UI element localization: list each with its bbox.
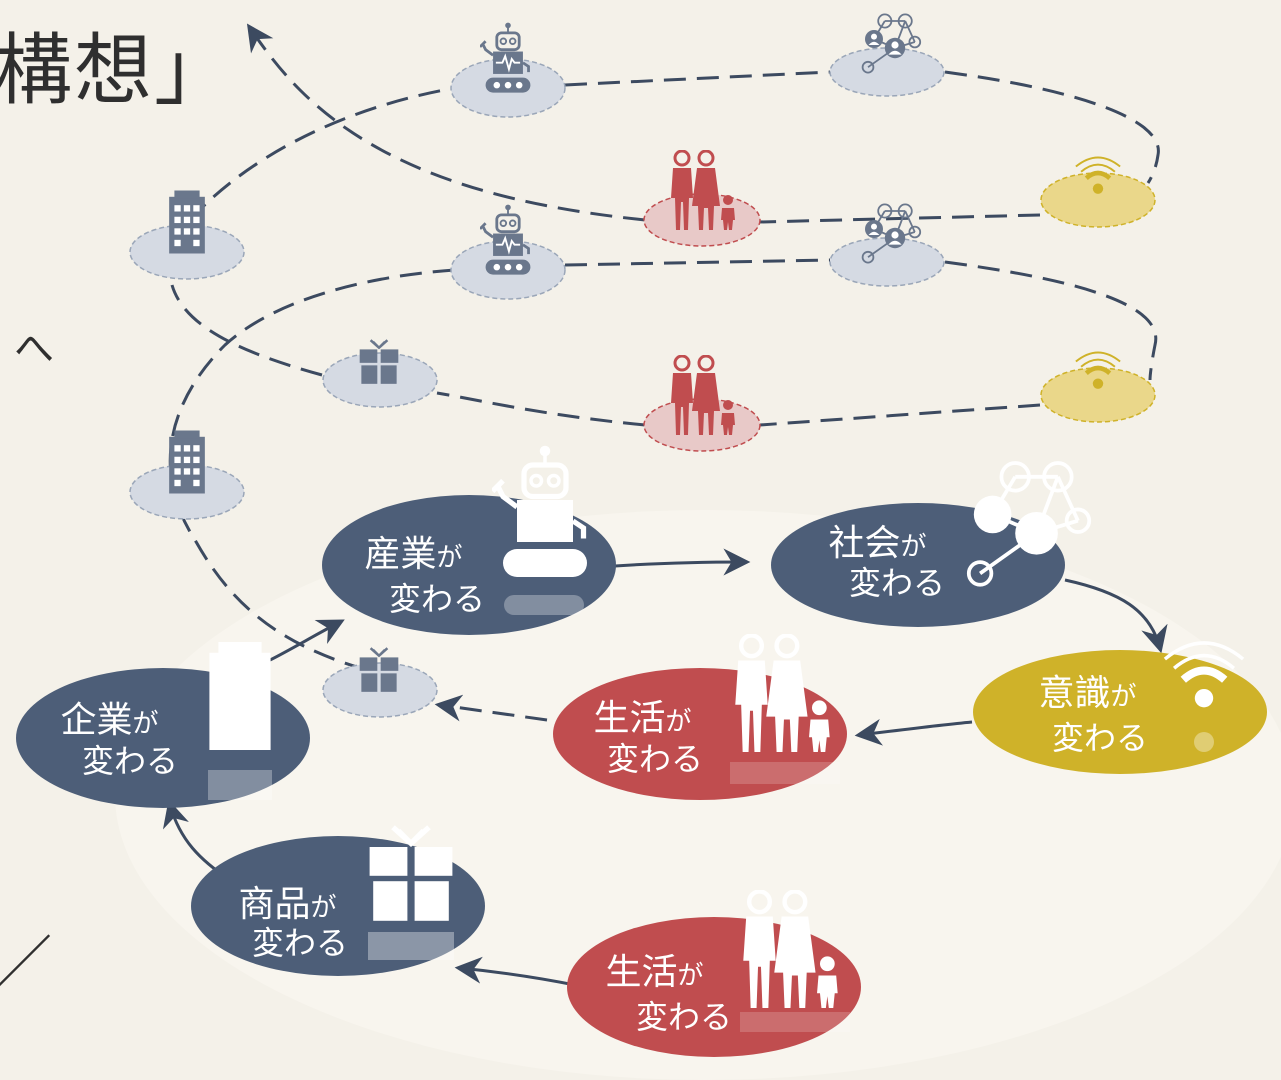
node-life-middle: 生活が 変わる (553, 635, 847, 800)
node-industry: 産業が 変わる (322, 446, 616, 635)
faded-node-upper-wifi (1040, 157, 1156, 228)
node-product: 商品が 変わる (191, 827, 485, 976)
faded-node-lower-gift (322, 646, 438, 718)
robot-icon (480, 21, 532, 95)
svg-text:企業が 変わる: 企業が 変わる (60, 700, 178, 780)
arrow-industry-to-society (614, 548, 751, 576)
arrow-society-to-awareness (1064, 578, 1168, 654)
faded-node-middle-family (643, 355, 761, 452)
node-society: 社会が 変わる (771, 461, 1092, 627)
faded-node-middle-robot (450, 203, 566, 300)
side-text-fragment-lower: ／ (0, 931, 52, 996)
node-company: 企業が 変わる (16, 642, 310, 808)
arrow-company-to-industry (269, 619, 345, 662)
side-text-fragment-upper: へ (14, 326, 54, 372)
robot-icon (480, 203, 532, 277)
faded-node-upper-family (643, 150, 761, 247)
arrow-awareness-to-life (854, 718, 973, 746)
svg-text:商品が 変わる: 商品が 変わる (238, 884, 348, 962)
office-building-icon (169, 190, 205, 254)
office-building-icon (209, 642, 271, 750)
faded-node-lower-building (129, 430, 245, 520)
svg-text:社会が 変わる: 社会が 変わる (828, 523, 945, 602)
office-building-icon (169, 430, 205, 494)
svg-text:生活が 変わる: 生活が 変わる (593, 698, 703, 778)
faded-node-upper-network (829, 13, 945, 97)
node-awareness: 意識が 変わる (973, 643, 1267, 774)
page-title-fragment: 構想」 (0, 26, 235, 116)
svg-text:産業が 変わる: 産業が 変わる (364, 534, 485, 618)
faded-node-middle-gift (322, 338, 438, 408)
node-life-bottom: 生活が 変わる (567, 891, 861, 1057)
svg-text:意識が 変わる: 意識が 変わる (1038, 673, 1148, 757)
faded-node-upper-building (129, 190, 245, 280)
arrow-life-to-product (454, 956, 576, 987)
faded-node-middle-network (829, 203, 945, 287)
faded-node-middle-wifi (1040, 352, 1156, 423)
svg-text:生活が 変わる: 生活が 変わる (605, 952, 732, 1036)
faded-node-upper-robot (450, 21, 566, 118)
